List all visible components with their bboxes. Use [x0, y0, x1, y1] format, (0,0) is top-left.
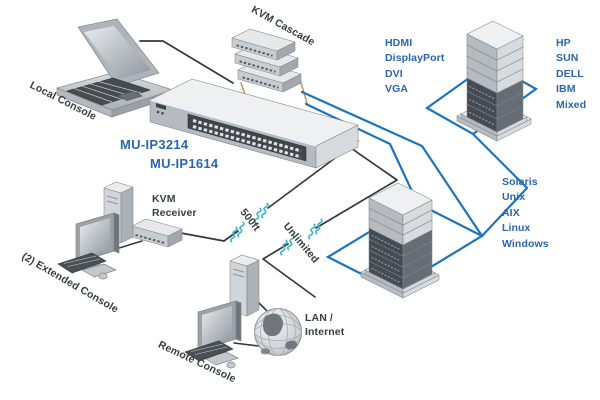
extended-console-tower-details	[106, 195, 119, 205]
cable-break-marks	[229, 202, 323, 256]
kvm-switch-illustration	[149, 78, 359, 169]
operating-system-label: Linux	[502, 222, 531, 235]
local-console-illustration	[56, 18, 174, 118]
remote-console-tower-details	[232, 268, 245, 278]
ext-mouse	[98, 272, 108, 280]
remote-mouse	[226, 361, 236, 369]
kvm-receiver-label: KVM Receiver	[152, 193, 197, 219]
cable-break-squiggle-icon	[286, 234, 295, 251]
server-brand-label: DELL	[556, 67, 584, 80]
cat5-cable-lower	[304, 102, 419, 204]
kvm-cascade-illustration	[231, 28, 302, 93]
cable-break-squiggle-icon	[314, 218, 323, 235]
local-console-cable	[139, 40, 234, 84]
cat5-loop-connector	[471, 132, 529, 238]
server-brand-label: SUN	[556, 52, 579, 65]
cable-break-squiggle-icon	[229, 226, 238, 243]
remote-console-illustration	[184, 300, 242, 369]
server-brand-label: IBM	[556, 83, 576, 96]
extended-console-illustration	[57, 212, 120, 280]
cable-break-squiggle-icon	[307, 223, 316, 240]
operating-system-labels: Solaris Unix AIX Linux Windows	[502, 175, 549, 252]
console-keyboard	[66, 77, 151, 106]
lan-cable-lower	[262, 243, 316, 298]
lan-internet-globe-icon	[254, 308, 302, 356]
remote-monitor-globe-cable	[233, 342, 260, 347]
operating-system-label: Windows	[502, 237, 549, 250]
model-label-1: MU-IP3214	[120, 137, 189, 152]
server-brand-label: HP	[556, 37, 571, 49]
kvm-switch-details	[149, 99, 317, 162]
operating-system-label: Unix	[502, 191, 526, 204]
video-interface-labels: HDMI DisplayPort DVI VGA	[385, 36, 444, 98]
switch-led-panel	[156, 103, 166, 110]
server-stack-multiplatform	[456, 20, 532, 142]
cable-break-squiggle-icon	[253, 207, 262, 224]
lan-internet-label: LAN / Internet	[305, 312, 345, 338]
kvm-receiver-illustration	[131, 218, 183, 248]
video-interface-label: DVI	[385, 67, 403, 80]
server-stack-unix	[360, 182, 440, 299]
devices	[56, 18, 532, 369]
server-brand-labels: HP SUN DELL IBM Mixed	[556, 36, 586, 113]
operating-system-label: AIX	[502, 206, 520, 219]
cat5-cable-upper	[300, 90, 484, 238]
cable-break-squiggle-icon	[279, 239, 288, 256]
cable-break-squiggle-icon	[260, 202, 269, 219]
operating-system-label: Solaris	[502, 176, 538, 188]
video-interface-label: VGA	[385, 83, 409, 96]
video-interface-label: HDMI	[385, 37, 413, 49]
video-interface-label: DisplayPort	[385, 52, 445, 65]
model-label-2: MU-IP1614	[150, 156, 219, 171]
console-touchpad	[117, 91, 143, 101]
cable-break-squiggle-icon	[236, 221, 245, 238]
server-brand-label: Mixed	[556, 98, 587, 111]
